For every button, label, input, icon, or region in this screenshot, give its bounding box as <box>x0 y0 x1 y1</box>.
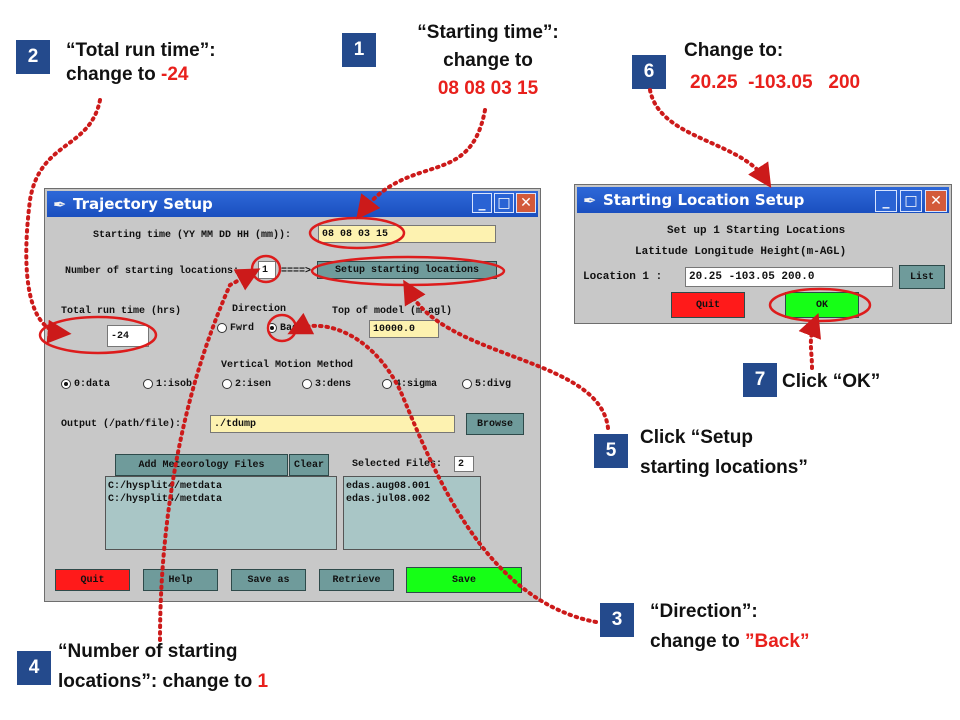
trajectory-setup-window: ✒ Trajectory Setup _ □ ✕ Starting time (… <box>44 188 541 602</box>
vertical-option-label: 0:data <box>74 379 111 390</box>
met-files-list[interactable]: edas.aug08.001 edas.jul08.002 <box>343 476 481 550</box>
minimize-icon[interactable]: _ <box>875 190 897 212</box>
step-badge-5: 5 <box>594 434 628 468</box>
vertical-option-radio[interactable] <box>302 379 312 389</box>
step-5-line1: Click “Setup <box>640 427 753 448</box>
location-header-2: Latitude Longitude Height(m-AGL) <box>635 246 847 258</box>
maximize-icon[interactable]: □ <box>494 193 514 213</box>
step-3-line1: “Direction”: <box>650 601 758 622</box>
step-1-line1: “Starting time”: <box>417 22 559 43</box>
trajectory-titlebar: ✒ Trajectory Setup _ □ ✕ <box>47 191 538 217</box>
output-input[interactable]: ./tdump <box>210 415 455 433</box>
step-6-line1: Change to: <box>684 40 784 61</box>
top-of-model-input[interactable]: 10000.0 <box>369 320 439 338</box>
quit-button[interactable]: Quit <box>671 292 745 318</box>
selected-files-count: 2 <box>454 456 474 472</box>
total-run-time-label: Total run time (hrs) <box>61 306 182 317</box>
step-badge-7: 7 <box>743 363 777 397</box>
direction-label: Direction <box>232 304 287 315</box>
step-1-note: “Starting time”: change to 08 08 03 15 <box>398 21 578 101</box>
top-of-model-label: Top of model (m agl) <box>332 306 453 317</box>
step-5-line2: starting locations” <box>640 457 808 478</box>
num-locations-input[interactable]: 1 <box>258 261 276 279</box>
location-1-input[interactable]: 20.25 -103.05 200.0 <box>685 267 893 287</box>
step-2-line1: “Total run time”: <box>66 40 216 61</box>
total-run-time-input[interactable]: -24 <box>107 325 149 347</box>
step-badge-4: 4 <box>17 651 51 685</box>
add-meteorology-files-button[interactable]: Add Meteorology Files <box>115 454 288 476</box>
step-4-line2: locations”: change to <box>58 671 258 692</box>
location-header-1: Set up 1 Starting Locations <box>667 225 846 237</box>
list-item[interactable]: edas.jul08.002 <box>346 494 431 505</box>
location-titlebar: ✒ Starting Location Setup _ □ ✕ <box>577 187 949 213</box>
step-badge-6: 6 <box>632 55 666 89</box>
vertical-option-radio[interactable] <box>382 379 392 389</box>
vertical-option-label: 4:sigma <box>395 379 438 390</box>
step-1-value: 08 08 03 15 <box>437 78 539 99</box>
step-3-note: “Direction”: change to ”Back” <box>650 600 809 654</box>
step-2-value: -24 <box>161 64 189 85</box>
num-locations-label: Number of starting locations: <box>65 266 240 277</box>
trajectory-title: Trajectory Setup <box>73 195 213 213</box>
vertical-option-radio[interactable] <box>222 379 232 389</box>
list-item[interactable]: edas.aug08.001 <box>346 481 431 492</box>
step-badge-2: 2 <box>16 40 50 74</box>
output-label: Output (/path/file): <box>61 419 182 430</box>
ok-button[interactable]: OK <box>785 292 859 318</box>
starting-time-input[interactable]: 08 08 03 15 <box>318 225 496 243</box>
vertical-option-label: 5:divg <box>475 379 512 390</box>
arrow-step-6 <box>648 88 772 189</box>
save-button[interactable]: Save <box>406 567 522 593</box>
arrow-text: ====> <box>281 266 312 277</box>
arrow-step-7 <box>798 313 821 370</box>
step-5-note: Click “Setup starting locations” <box>640 426 808 480</box>
feather-icon: ✒ <box>583 191 597 210</box>
vertical-option-radio[interactable] <box>462 379 472 389</box>
minimize-icon[interactable]: _ <box>472 193 492 213</box>
close-icon[interactable]: ✕ <box>925 190 947 212</box>
step-7-note: Click “OK” <box>782 371 881 392</box>
vertical-option-radio[interactable] <box>143 379 153 389</box>
vertical-motion-label: Vertical Motion Method <box>221 360 354 371</box>
vertical-option-label: 3:dens <box>315 379 352 390</box>
feather-icon: ✒ <box>53 195 67 214</box>
browse-button[interactable]: Browse <box>466 413 524 435</box>
direction-fwrd-label: Fwrd <box>230 323 255 334</box>
starting-time-label: Starting time (YY MM DD HH (mm)): <box>93 230 292 241</box>
step-badge-3: 3 <box>600 603 634 637</box>
clear-button[interactable]: Clear <box>289 454 329 476</box>
location-1-label: Location 1 : <box>583 271 663 283</box>
met-paths-list[interactable]: C:/hysplit4/metdata C:/hysplit4/metdata <box>105 476 337 550</box>
step-1-line2: change to <box>443 50 533 71</box>
step-4-line1: “Number of starting <box>58 641 238 662</box>
setup-starting-locations-button[interactable]: Setup starting locations <box>317 261 497 279</box>
selected-files-label: Selected Files: <box>352 459 443 470</box>
vertical-option-label: 2:isen <box>235 379 272 390</box>
step-3-value: ”Back” <box>745 631 810 652</box>
retrieve-button[interactable]: Retrieve <box>319 569 394 591</box>
step-badge-1: 1 <box>342 33 376 67</box>
direction-back-radio[interactable] <box>267 323 277 333</box>
maximize-icon[interactable]: □ <box>900 190 922 212</box>
save-as-button[interactable]: Save as <box>231 569 306 591</box>
step-2-line2: change to <box>66 64 162 85</box>
list-item[interactable]: C:/hysplit4/metdata <box>108 481 223 492</box>
step-4-note: “Number of starting locations”: change t… <box>58 640 268 694</box>
starting-location-window: ✒ Starting Location Setup _ □ ✕ Set up 1… <box>574 184 952 324</box>
step-2-note: “Total run time”: change to -24 <box>66 39 216 87</box>
step-6-note: Change to: 20.25 -103.05 200 <box>684 39 860 95</box>
direction-back-label: Back <box>280 323 305 334</box>
direction-fwrd-radio[interactable] <box>217 323 227 333</box>
quit-button[interactable]: Quit <box>55 569 130 591</box>
step-4-value: 1 <box>257 671 269 692</box>
vertical-option-label: 1:isob <box>156 379 193 390</box>
list-button[interactable]: List <box>899 265 945 289</box>
location-title: Starting Location Setup <box>603 191 805 209</box>
step-6-value: 20.25 -103.05 200 <box>690 72 861 93</box>
close-icon[interactable]: ✕ <box>516 193 536 213</box>
step-3-line2: change to <box>650 631 746 652</box>
vertical-option-radio[interactable] <box>61 379 71 389</box>
help-button[interactable]: Help <box>143 569 218 591</box>
list-item[interactable]: C:/hysplit4/metdata <box>108 494 223 505</box>
